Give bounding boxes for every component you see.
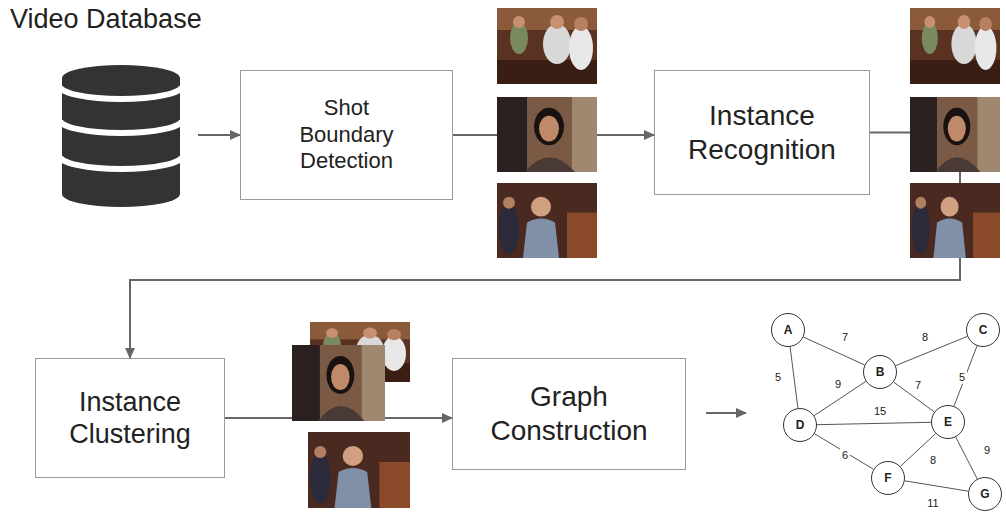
vertex-label: B [876,365,885,379]
vertex-label: A [784,323,793,337]
shot-frames [497,8,597,258]
graph-vertex: G [968,477,1002,511]
box-label: Instance Recognition [664,99,860,166]
recognized-frames [910,8,1000,258]
video-frame [497,8,597,84]
graph-edge [804,337,865,365]
edge-weight: 8 [928,454,938,467]
graph-vertex: E [931,405,965,439]
process-box: Graph Construction [452,358,686,470]
graph-edge [954,346,977,406]
graph-edge [956,437,977,479]
flow-arrow [198,134,240,136]
edge-weight: 6 [840,449,850,462]
box-label: Instance Clustering [45,386,215,451]
output-arrow [706,412,746,414]
edge-weight: 9 [833,378,843,391]
vertex-label: F [884,471,891,485]
video-frame [910,183,1000,258]
graph-edge [905,481,968,491]
database-icon [60,64,182,210]
graph-vertex: D [783,408,817,442]
vertex-label: G [980,487,989,501]
video-database: Video Database [8,4,198,210]
video-frame [308,432,410,508]
edge-weight: 9 [982,444,992,457]
vertex-label: D [796,418,805,432]
graph-edge [896,336,968,365]
vertex-label: E [944,415,952,429]
graph-vertex: F [871,461,905,495]
database-gap [60,86,182,99]
database-gap [60,120,182,133]
database-body [62,65,180,207]
edge-weight: 5 [957,371,967,384]
graph-vertex: A [771,313,805,347]
process-box: Instance Recognition [654,70,870,195]
video-frame [497,97,597,172]
graph-vertex: B [863,355,897,389]
edge-weight: 7 [840,331,850,344]
edge-weight: 5 [773,371,783,384]
graph-edge [790,347,798,408]
video-frame [497,183,597,258]
vertex-label: C [979,323,988,337]
graph-edge [815,434,874,469]
clustered-frames [292,322,410,508]
edge-weight: 15 [872,405,888,418]
process-box: Instance Clustering [35,358,225,478]
database-heading: Video Database [10,4,202,35]
box-label: Shot Boundary Detection [287,95,407,174]
box-label: Graph Construction [462,380,676,447]
graph-edge [817,422,931,424]
video-frame [910,97,1000,172]
process-box: Shot Boundary Detection [240,70,453,200]
graph-vertex: C [966,313,1000,347]
edge-weight: 7 [913,379,923,392]
edge-weight: 11 [925,497,940,510]
video-frame [292,345,385,421]
edge-weight: 8 [920,331,930,344]
database-gap [60,156,182,169]
video-frame [910,8,1000,84]
